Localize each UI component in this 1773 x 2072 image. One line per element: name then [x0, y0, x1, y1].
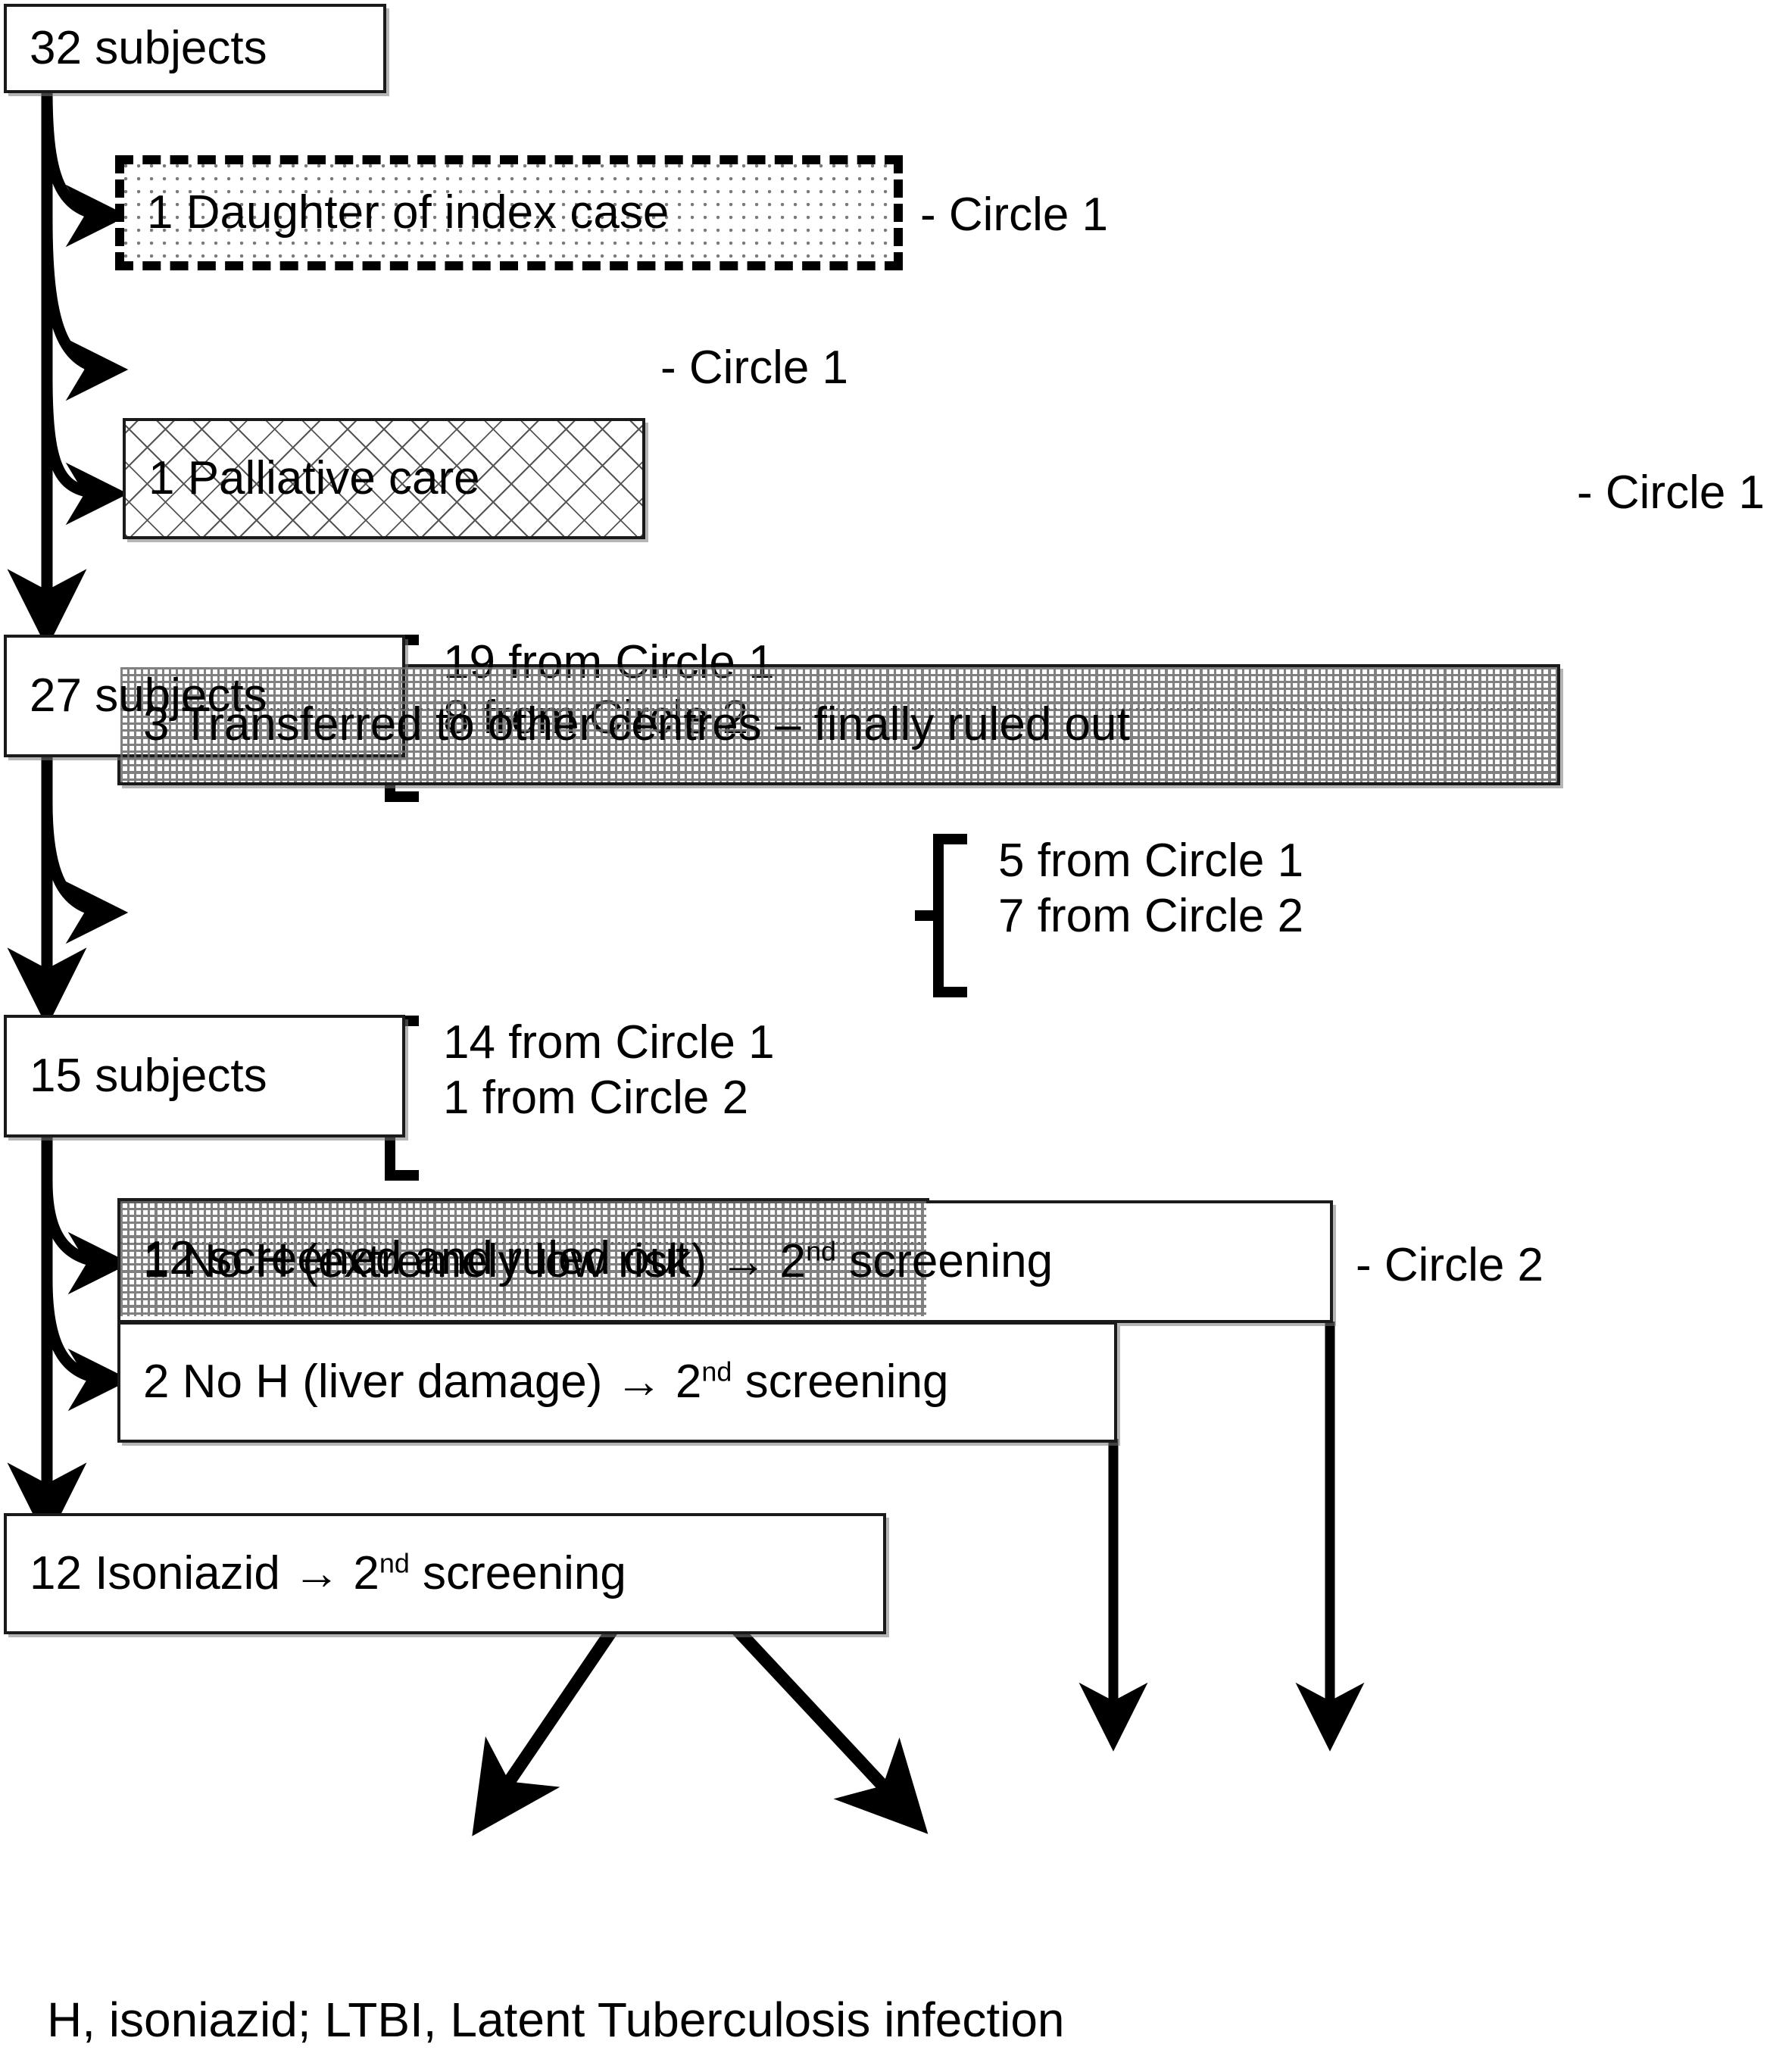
node-32-subjects[interactable]: 32 subjects — [4, 4, 386, 93]
node-exclusion-daughter-label: 1 Daughter of index case — [147, 186, 670, 239]
node-noh-liver-prefix: 2 No H (liver damage) → 2 — [143, 1356, 702, 1409]
node-isoniazid-label: 12 Isoniazid → 2nd screening — [7, 1549, 626, 1598]
annotation-transferred-circle: - Circle 1 — [1577, 467, 1765, 519]
node-27-subjects-label: 27 subjects — [30, 669, 267, 722]
node-noh-low-risk-label: 1 No H (extremely low risk) → 2nd screen… — [120, 1237, 1053, 1286]
node-exclusion-palliative-label: 1 Palliative care — [148, 452, 480, 505]
detail-stage3-line2: 1 from Circle 2 — [443, 1072, 749, 1125]
arrow-branch-exclusion4 — [41, 802, 129, 944]
legend-footnote: H, isoniazid; LTBI, Latent Tuberculosis … — [47, 1992, 1065, 2047]
detail-exclusion4-line2: 7 from Circle 2 — [998, 890, 1304, 943]
detail-stage3-line1: 14 from Circle 1 — [443, 1016, 775, 1069]
detail-stage2-line1: 19 from Circle 1 — [443, 636, 775, 688]
detail-stage3: 14 from Circle 1 1 from Circle 2 — [443, 1015, 775, 1125]
node-noh-low-risk-prefix: 1 No H (extremely low risk) → 2 — [143, 1235, 807, 1288]
node-exclusion-transferred-label: 3 Transferred to other centres – finally… — [143, 698, 1130, 751]
detail-exclusion4-line1: 5 from Circle 1 — [998, 835, 1304, 887]
node-27-subjects[interactable]: 27 subjects — [4, 635, 405, 757]
node-isoniazid-sup: nd — [379, 1547, 410, 1579]
arrow-branch-exclusion3 — [41, 378, 129, 526]
node-isoniazid-prefix: 12 Isoniazid → 2 — [30, 1547, 379, 1600]
node-32-subjects-label: 32 subjects — [30, 22, 267, 75]
node-15-subjects-label: 15 subjects — [30, 1050, 267, 1103]
node-isoniazid[interactable]: 12 Isoniazid → 2nd screening — [4, 1513, 886, 1634]
arrow-branch-noh1 — [41, 1181, 131, 1295]
annotation-daughter-circle: - Circle 1 — [920, 189, 1109, 241]
node-noh-low-risk-suffix: screening — [836, 1235, 1053, 1288]
arrow-branch-exclusion2 — [41, 219, 129, 401]
annotation-palliative-circle: - Circle 1 — [660, 342, 849, 394]
brace-exclusion4 — [915, 834, 967, 997]
detail-stage2-line2: 8 from Circle 2 — [443, 691, 749, 744]
node-noh-low-risk-sup: nd — [806, 1235, 837, 1267]
annotation-noh1-circle: - Circle 2 — [1356, 1239, 1544, 1291]
node-exclusion-palliative[interactable]: 1 Palliative care — [123, 418, 645, 539]
node-exclusion-daughter[interactable]: 1 Daughter of index case — [115, 155, 903, 270]
node-noh-low-risk[interactable]: 1 No H (extremely low risk) → 2nd screen… — [117, 1200, 1333, 1323]
arrow-branch-exclusion1 — [41, 89, 129, 248]
node-noh-liver-sup: nd — [701, 1356, 732, 1387]
node-isoniazid-suffix: screening — [409, 1547, 626, 1600]
node-noh-liver-damage-label: 2 No H (liver damage) → 2nd screening — [120, 1357, 948, 1406]
node-15-subjects[interactable]: 15 subjects — [4, 1015, 405, 1137]
node-exclusion-screened-label: 12 screened and ruled out — [143, 1232, 689, 1285]
detail-stage2: 19 from Circle 1 8 from Circle 2 — [443, 635, 775, 745]
node-noh-liver-damage[interactable]: 2 No H (liver damage) → 2nd screening — [117, 1322, 1117, 1443]
detail-exclusion4: 5 from Circle 1 7 from Circle 2 — [998, 833, 1303, 944]
arrow-branch-noh2 — [41, 1279, 131, 1412]
node-noh-liver-suffix: screening — [732, 1356, 949, 1409]
